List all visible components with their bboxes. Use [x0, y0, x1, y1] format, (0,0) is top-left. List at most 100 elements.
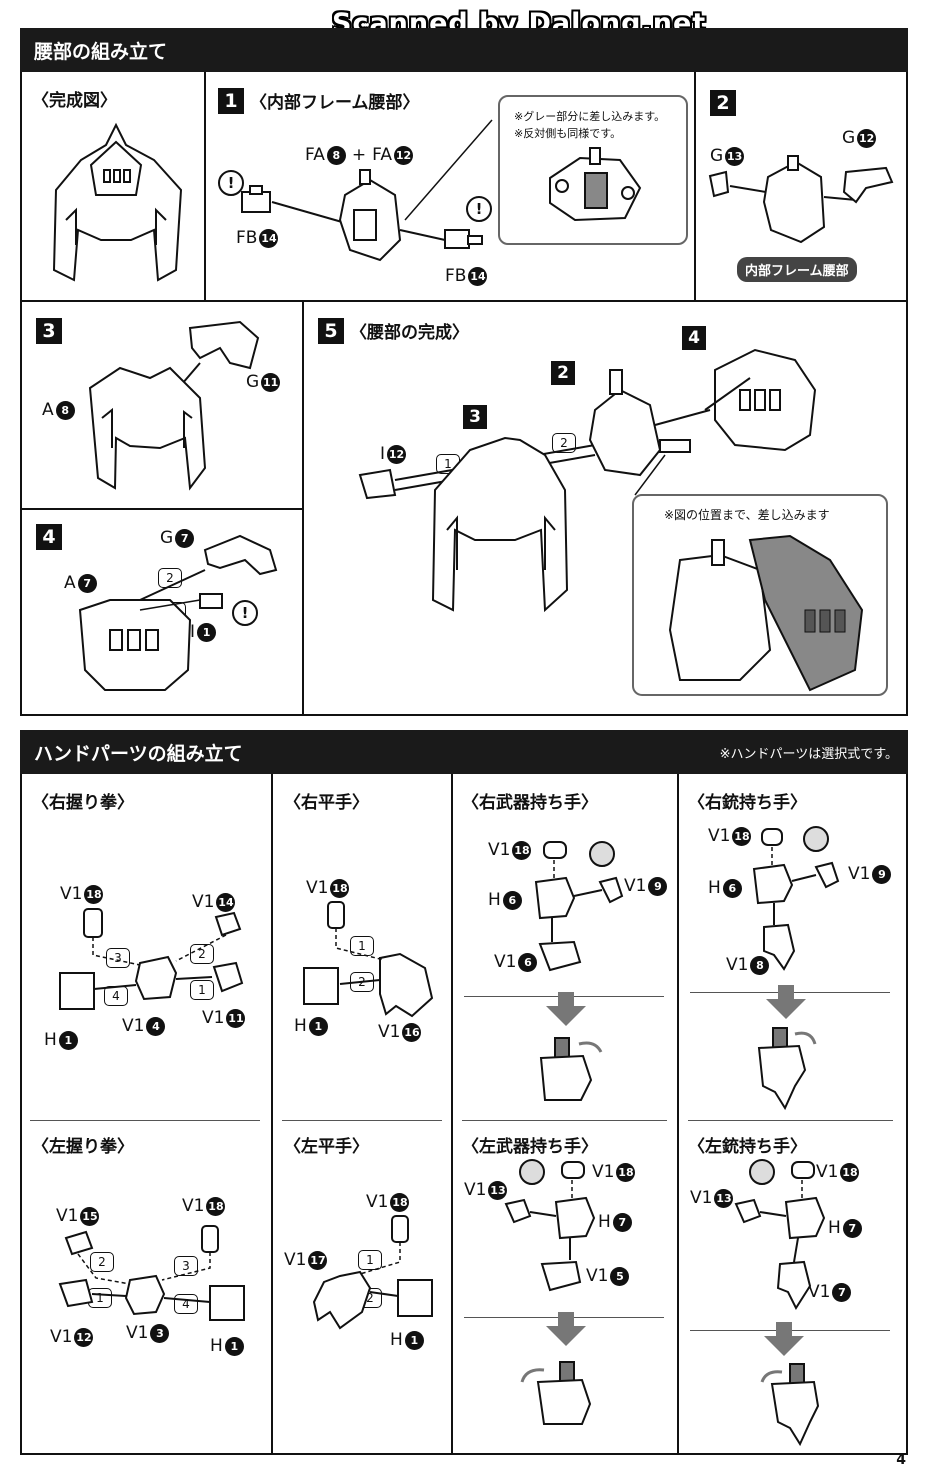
page-number: 4: [896, 1452, 906, 1468]
part-label-text: H: [210, 1336, 223, 1356]
part-label-text: V1: [464, 1180, 487, 1200]
left-gun-illustration: [734, 1159, 826, 1311]
part-label-text: V1: [60, 884, 83, 904]
divider: [282, 1120, 442, 1121]
part-number: 9: [872, 864, 892, 884]
step-1-illustration: [241, 119, 493, 262]
step-1-callout-illustration: [549, 147, 642, 222]
panel-title-right-gun: 〈右銃持ち手〉: [688, 793, 807, 813]
part-label-text: G: [160, 528, 174, 548]
part-number: 7: [175, 528, 195, 548]
part-number: 1: [308, 1016, 328, 1036]
order-step-1: 1: [190, 980, 214, 1000]
part-label-text: V1: [726, 955, 749, 975]
left-weapon-result-illustration: [520, 1361, 592, 1425]
part-number: 7: [77, 573, 97, 593]
part-number: 8: [55, 400, 75, 420]
part-label-text: H: [708, 878, 721, 898]
part-number: 7: [832, 1282, 852, 1302]
caution-icon: !: [218, 170, 244, 196]
part-number: 1: [58, 1030, 78, 1050]
part-label-text: FB: [445, 266, 467, 286]
part-number: 17: [308, 1250, 328, 1270]
panel-title-right-fist: 〈右握り拳〉: [32, 793, 134, 813]
part-number: 16: [402, 1022, 422, 1042]
part-label-text: FA: [305, 145, 325, 165]
step-5-illustration: [358, 348, 817, 613]
part-label-text: G: [246, 372, 260, 392]
left-weapon-illustration: [504, 1159, 596, 1292]
order-step-1: 1: [358, 1250, 382, 1270]
part-number: 18: [330, 878, 350, 898]
part-number: 11: [261, 372, 281, 392]
step-5-note: ※図の位置まで、差し込みます: [664, 508, 830, 522]
step-5-title: 〈腰部の完成〉: [350, 323, 469, 343]
part-number: 6: [518, 952, 538, 972]
down-arrow-icon: [766, 985, 806, 1019]
right-gun-result-illustration: [757, 1027, 817, 1111]
part-label-text: I: [380, 444, 386, 464]
order-step-2: 2: [552, 433, 576, 453]
part-label-text: H: [44, 1030, 57, 1050]
part-label-text: FA: [372, 145, 392, 165]
step-5-tag-3: 3: [463, 405, 487, 429]
divider: [204, 72, 206, 300]
part-number: 18: [84, 884, 104, 904]
completed-waist-illustration: [52, 122, 183, 282]
part-number: 12: [857, 128, 877, 148]
step-3-number: 3: [36, 318, 62, 344]
step-1-note-1: ※グレー部分に差し込みます。: [514, 110, 666, 123]
waist-header: 腰部の組み立て: [20, 28, 908, 72]
left-open-illustration: [312, 1215, 433, 1330]
step-1-note-2: ※反対側も同様です。: [514, 127, 622, 140]
part-number: 8: [750, 955, 770, 975]
left-gun-result-illustration: [760, 1363, 820, 1447]
part-number: 18: [390, 1192, 410, 1212]
part-number: 18: [840, 1162, 860, 1182]
part-label-text: V1: [56, 1206, 79, 1226]
inner-frame-waist-badge: 内部フレーム腰部: [737, 257, 857, 282]
part-number: 18: [206, 1196, 226, 1216]
step-4-illustration: [78, 534, 278, 691]
part-label-text: V1: [488, 840, 511, 860]
divider: [302, 300, 304, 716]
part-number: 5: [610, 1266, 630, 1286]
waist-header-title: 腰部の組み立て: [34, 40, 168, 63]
part-label-text: V1: [708, 826, 731, 846]
part-number: 7: [842, 1218, 862, 1238]
left-fist-illustration: [58, 1225, 245, 1321]
step-3-illustration: [88, 320, 260, 491]
panel-title-left-gun: 〈左銃持ち手〉: [688, 1137, 807, 1157]
panel-title-left-weapon: 〈左武器持ち手〉: [462, 1137, 598, 1157]
part-label-text: H: [828, 1218, 841, 1238]
part-label-text: H: [598, 1212, 611, 1232]
part-number: 12: [387, 444, 407, 464]
part-number: 6: [722, 878, 742, 898]
step-2-number: 2: [710, 90, 736, 116]
part-label-text: V1: [182, 1196, 205, 1216]
down-arrow-icon: [546, 992, 586, 1026]
part-label-text: H: [488, 890, 501, 910]
divider: [30, 1120, 260, 1121]
plus-sign: +: [351, 145, 367, 165]
panel-title-left-fist: 〈左握り拳〉: [32, 1137, 134, 1157]
